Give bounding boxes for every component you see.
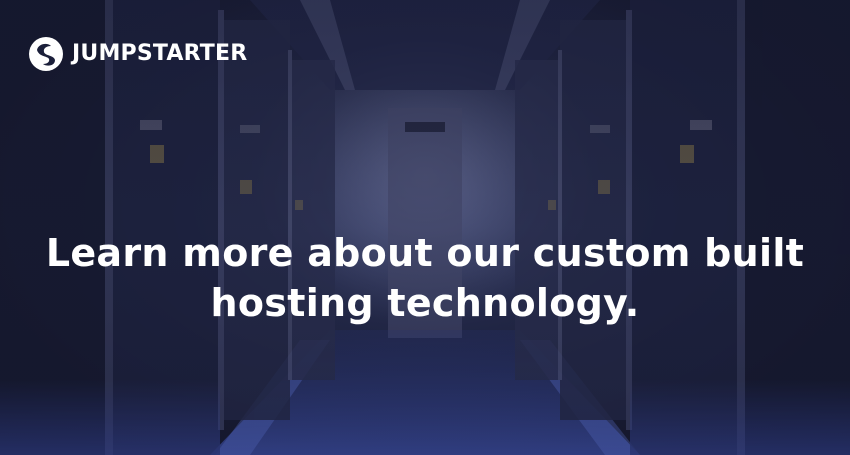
brand-logo[interactable]: JUMPSTARTER <box>28 36 247 72</box>
headline-line-2: hosting technology. <box>210 281 640 325</box>
brand-name: JUMPSTARTER <box>72 41 248 66</box>
end-door <box>388 108 462 338</box>
jumpstarter-swirl-icon <box>28 36 64 72</box>
headline: Learn more about our custom built hostin… <box>0 228 850 328</box>
headline-line-1: Learn more about our custom built <box>45 231 805 275</box>
right-server-racks <box>515 0 850 455</box>
left-server-racks <box>0 0 335 455</box>
